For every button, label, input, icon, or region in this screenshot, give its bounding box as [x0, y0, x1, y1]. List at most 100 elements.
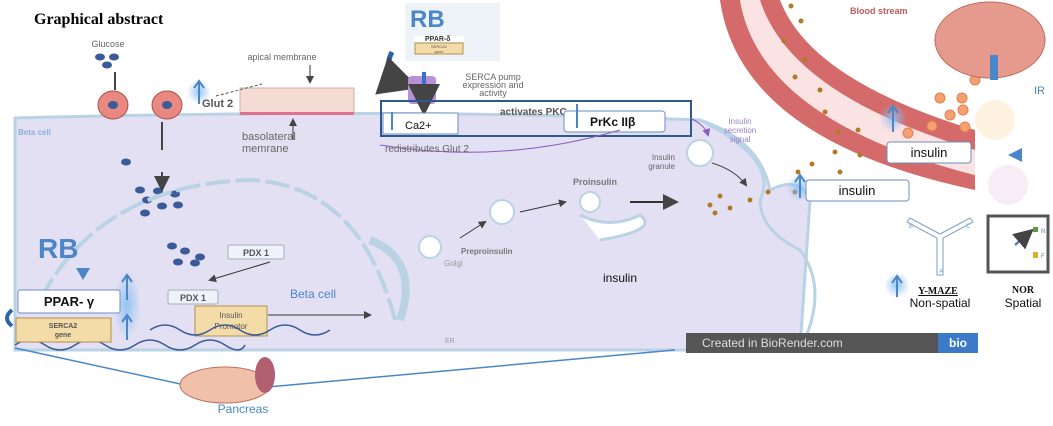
beta-cell-label: Beta cell [290, 287, 336, 301]
golgi-label: Golgi [444, 259, 463, 268]
ca2-box [382, 112, 459, 135]
pancreas-label: Pancreas [218, 402, 269, 416]
increase-arrow-icon [887, 104, 899, 132]
serca2-gene-box [15, 317, 112, 343]
pdx1-box-b [167, 289, 219, 305]
insulin-promotor-label: Insulin [219, 311, 242, 320]
pdx1-label: PDX 1 [243, 248, 269, 258]
title: Graphical abstract [34, 11, 164, 28]
blood-stream-label: Blood stream [850, 6, 908, 16]
vesicle [489, 199, 515, 225]
serca2-gene-top-label-2: gene [435, 49, 445, 54]
insulin-label: insulin [911, 145, 948, 160]
arrow [711, 162, 748, 187]
increase-arrow-icon [891, 274, 903, 297]
maze-arm-a: A [939, 269, 943, 275]
y-maze-icon [906, 217, 974, 276]
non-spatial-label: Non-spatial [910, 296, 971, 310]
arrow [208, 261, 271, 283]
vessel-wall [760, 0, 975, 150]
beta-cell-label-top: Beta cell [18, 128, 51, 137]
glut2-label: Glut 2 [202, 98, 233, 110]
insulin-granule-icon [686, 139, 714, 167]
dna-icon [14, 324, 331, 351]
maze-arm-b: B [909, 224, 913, 230]
biorender-watermark [686, 333, 938, 353]
increase-glow [113, 270, 141, 340]
down-triangle-icon [76, 268, 90, 280]
glucose-label: Glucose [91, 39, 124, 49]
curved-arrow-icon [375, 50, 420, 95]
arrow [379, 129, 621, 153]
ymaze-label: Y-MAZE [918, 286, 958, 297]
arrow [689, 117, 711, 137]
neuron-icon [975, 100, 1015, 140]
er-icon [579, 213, 647, 242]
insulin-secretion-label-3: signal [730, 135, 751, 144]
increase-arrow-icon [121, 273, 133, 340]
serca2-gene-top-label: SERCA2 [431, 44, 448, 49]
prkc-label: PrKc IIβ [590, 115, 635, 129]
apical-membrane-label: apical membrane [247, 52, 316, 62]
arrow-left-icon [1008, 148, 1022, 162]
increase-arrow-icon [794, 173, 806, 198]
preproinsulin-label: Preproinsulin [461, 247, 513, 256]
proinsulin-label: Proinsulin [573, 177, 617, 187]
nor-arrow-icon [1012, 228, 1034, 250]
golgi-icon [368, 236, 410, 322]
epithelium-icon [239, 87, 355, 115]
blood-vessel [720, 0, 975, 190]
insulin-secretion-label: Insulin [728, 117, 751, 126]
nor-object-f: F [1041, 254, 1045, 260]
maze-arm-c: C [966, 224, 971, 230]
ppar-gamma-box [17, 289, 121, 314]
nor-object-n: N [1041, 229, 1045, 235]
increase-arrow-icon [193, 79, 205, 104]
ca2-label: Ca2+ [405, 120, 432, 132]
serca2-gene-label-2: gene [55, 332, 71, 339]
cell-membrane-right [699, 118, 817, 351]
curved-arrow-icon [5, 308, 14, 328]
arrow [459, 220, 487, 239]
ppar-delta-box [414, 36, 464, 42]
biorender-text: Created in BioRender.com [702, 336, 843, 350]
novel-object [1033, 227, 1038, 232]
serca2-gene-label: SERCA2 [49, 323, 78, 330]
glucose-flow-arrows [114, 72, 162, 188]
vessel-lumen [740, 0, 975, 175]
ppar-delta-label: PPAR-δ [425, 36, 451, 43]
rb-label-top: RB [410, 6, 445, 33]
serca2-gene-top [414, 42, 464, 55]
basolateral-label: basolateral [242, 131, 296, 143]
insulin-box-cell [805, 179, 910, 202]
nor-label: NOR [1012, 285, 1035, 296]
insulin-label: insulin [839, 183, 876, 198]
basolateral-line [240, 112, 354, 115]
familiar-object [1033, 252, 1038, 258]
pdx1-box-a [227, 244, 285, 260]
serca-pump-label: SERCA pump [465, 72, 521, 82]
spatial-label: Spatial [1005, 296, 1042, 310]
insulin-secretion-label-2: secretion [724, 126, 756, 135]
insulin-receptor-icon [990, 55, 998, 80]
arrow [519, 199, 567, 213]
pdx1-label-2: PDX 1 [180, 293, 206, 303]
insulin-granule-label: Insulin [652, 153, 675, 162]
redistributes-glut2-label: redistributes Glut 2 [385, 144, 469, 155]
activates-pkc-label: activates PKC [500, 107, 567, 118]
ir-label: IR [1034, 85, 1045, 97]
insulin-label-mid: insulin [603, 271, 637, 285]
bio-logo [938, 333, 978, 353]
vesicle [418, 235, 442, 259]
zoom-lines [14, 347, 676, 391]
ppar-gamma-label: PPAR- γ [44, 294, 95, 309]
bio-logo-text: bio [949, 336, 967, 350]
neuron-icon-2 [988, 165, 1028, 205]
insulin-particles [707, 3, 863, 216]
er-label: ER [445, 338, 455, 345]
rb-label-left: RB [38, 233, 78, 264]
spleen [255, 357, 275, 393]
dashed-line [215, 83, 263, 97]
basolateral-label-2: memrane [242, 143, 288, 155]
